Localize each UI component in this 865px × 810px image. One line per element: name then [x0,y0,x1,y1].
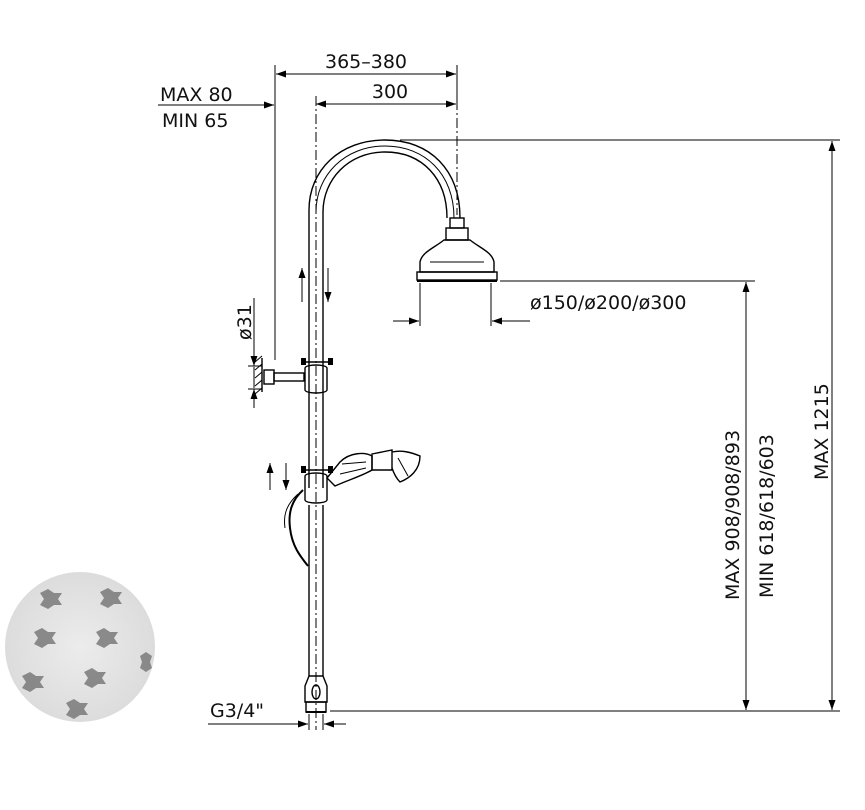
head-height-max-label: MAX 908/908/893 [722,430,744,600]
dim-wall-offset: MAX 80 MIN 65 [158,84,274,132]
dim-offset: 300 [316,81,456,108]
head-height-min-label: MIN 618/618/603 [756,434,778,598]
shower-head: ø150/ø200/ø300 [393,217,686,326]
min-wall-label: MIN 65 [162,110,228,132]
max-wall-label: MAX 80 [160,84,233,106]
offset-label: 300 [372,81,408,103]
wall-bracket: ø31 [234,298,333,408]
gooseneck-arm [308,139,461,488]
inlet-thread-label: G3/4" [210,700,264,722]
total-height-label: MAX 1215 [811,383,833,480]
finish-texture-swatch [5,572,155,722]
column-base: G3/4" [208,505,346,730]
dim-top-span: 365–380 [274,51,458,360]
head-diameter-label: ø150/ø200/ø300 [530,292,686,314]
top-span-label: 365–380 [325,51,407,73]
hand-shower [266,449,421,567]
pipe-diameter-label: ø31 [234,304,256,340]
dim-heights: MAX 1215 MAX 908/908/893 MIN 618/618/603 [330,139,840,712]
slide-arrows-upper [298,268,332,302]
